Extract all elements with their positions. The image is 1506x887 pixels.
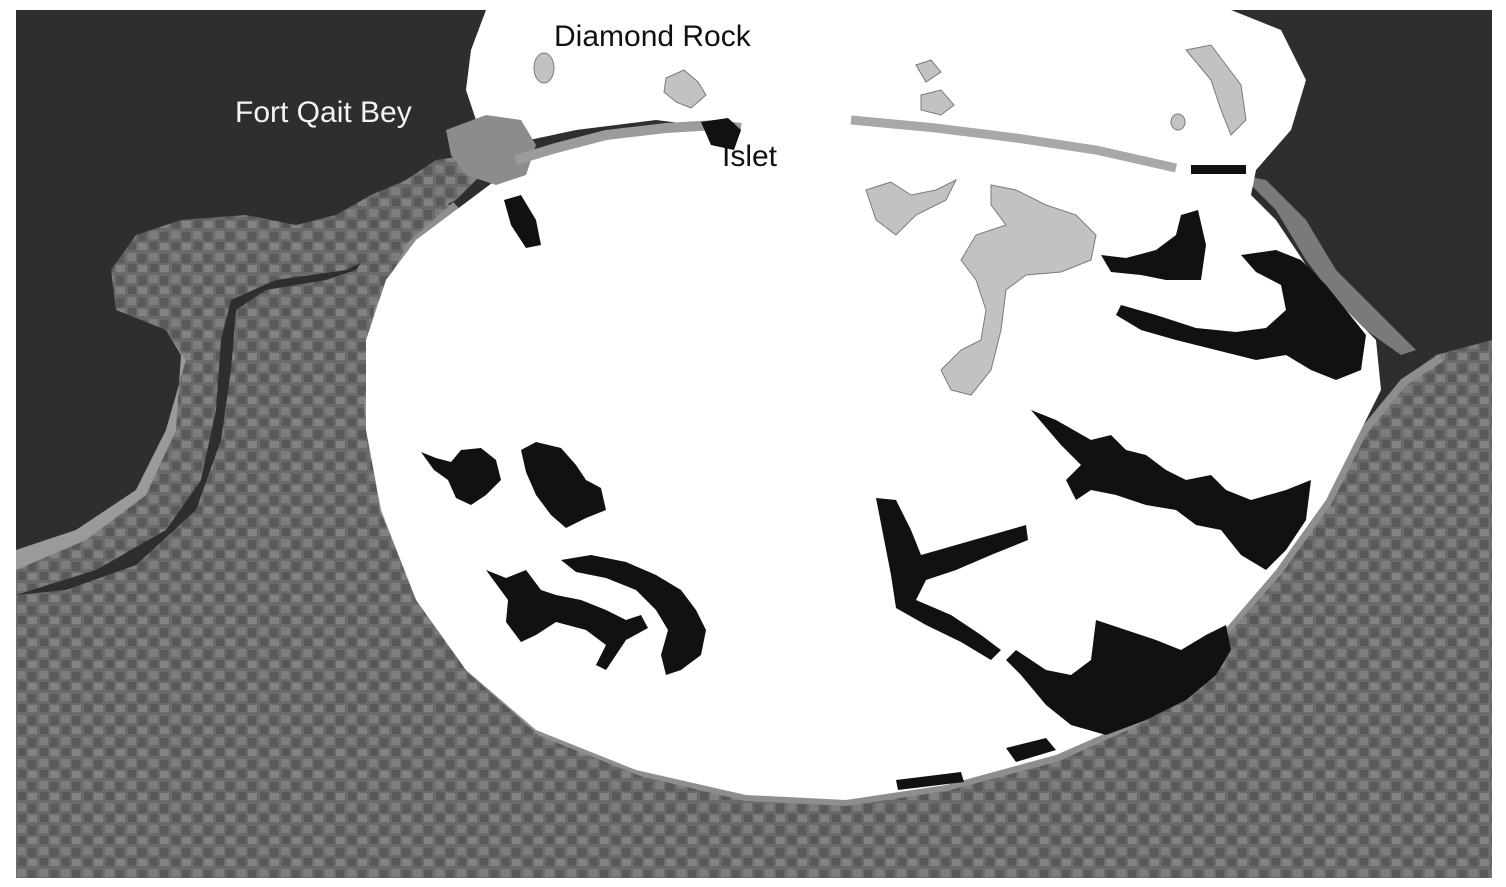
islet-marker — [726, 136, 730, 140]
submerged-structures — [421, 118, 1366, 790]
map-canvas — [16, 10, 1492, 878]
satellite-map: Diamond Rock Fort Qait Bey Islet — [16, 10, 1492, 878]
east-breakwater — [1241, 175, 1416, 355]
city-land — [16, 150, 1492, 878]
eastern-harbor — [366, 10, 1381, 800]
northern-breakwater — [850, 115, 1177, 173]
label-islet: Islet — [722, 140, 778, 173]
label-fort-qait-bey: Fort Qait Bey — [235, 96, 412, 129]
label-diamond-rock: Diamond Rock — [554, 20, 751, 53]
fort-qait-bey — [446, 115, 536, 185]
beach-strip — [16, 330, 186, 570]
reef-shoals — [533, 44, 1247, 396]
